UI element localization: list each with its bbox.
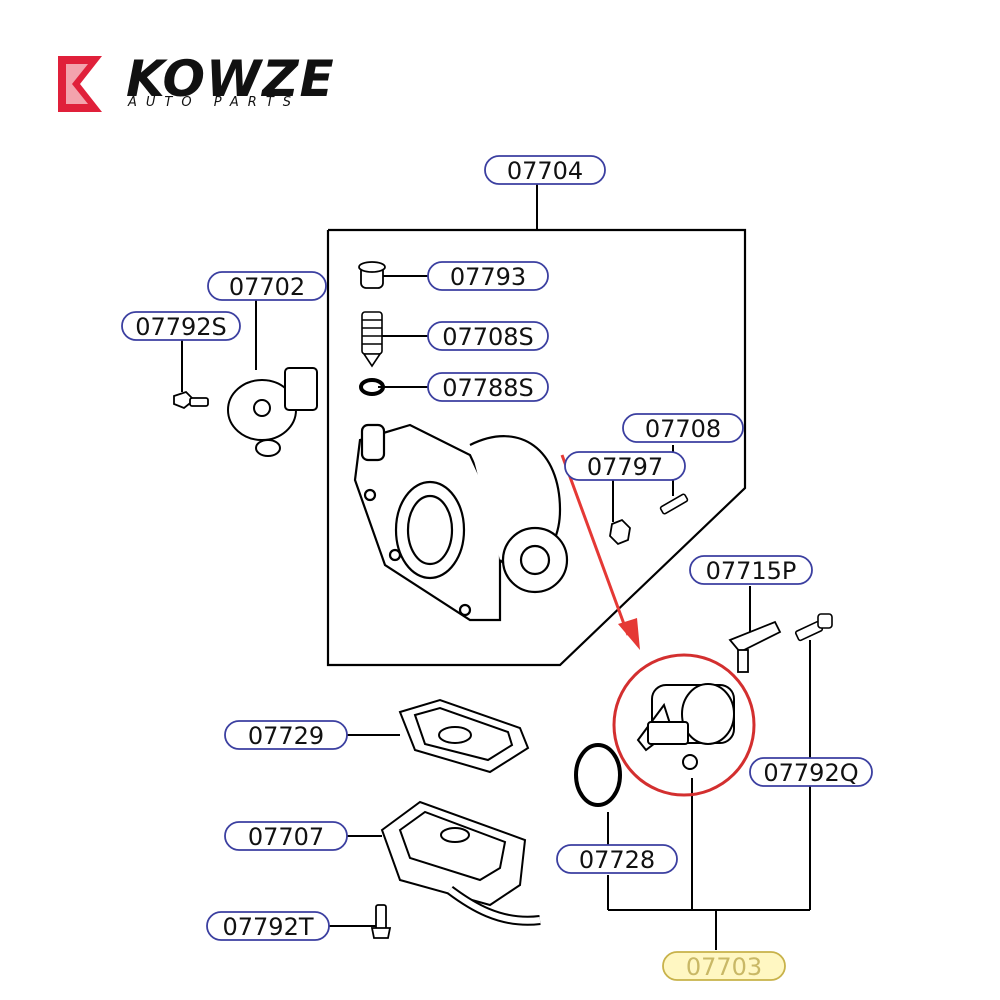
pill-stud [622,413,744,443]
label-bracket: 07715P [706,557,797,585]
housing-part [380,800,541,926]
label-housing-screw: 07792T [222,913,313,941]
stud-part [659,493,689,515]
tps-screw-part [173,390,209,410]
pill-tps-sensor [207,271,327,301]
label-housing: 07707 [248,823,324,851]
pill-iac-screw [749,757,873,787]
pill-nut [564,451,686,481]
pill-gasket [224,720,348,750]
bracket-part [728,620,782,673]
label-iac-valve: 07703 [686,953,762,981]
label-small-oring: 07788S [442,374,534,402]
assembly-outline [326,228,747,667]
pill-bracket [689,555,813,585]
label-pills [121,155,873,981]
iac-screw-part [794,613,833,642]
highlight-arrow [560,454,640,650]
label-texts: 07704 07702 07792S 07793 07708S 07788S 0… [135,157,858,981]
pill-cap [427,261,549,291]
housing-screw-part [370,904,392,939]
adjust-screw-part [361,311,383,368]
pill-housing [224,821,348,851]
pill-tps-screw [121,311,241,341]
pill-oring [556,844,678,874]
pill-iac-valve [662,951,786,981]
tps-sensor-part [227,367,318,457]
cap-part [358,261,386,289]
nut-part [609,518,631,546]
label-cap: 07793 [450,263,526,291]
label-nut: 07797 [587,453,663,481]
logo-mark-icon [58,56,102,112]
label-tps-sensor: 07702 [229,273,305,301]
pill-assembly [484,155,606,185]
oring-part [574,743,622,807]
label-gasket: 07729 [248,722,324,750]
iac-highlight-circle [612,653,756,797]
small-oring-part [359,378,385,396]
brand-logo: KOWZE AUTO PARTS [52,50,382,122]
throttle-body-part [353,423,569,622]
iac-valve-part [636,683,735,770]
label-stud: 07708 [645,415,721,443]
brand-tagline: AUTO PARTS [128,95,301,110]
label-assembly: 07704 [507,157,583,185]
label-oring: 07728 [579,846,655,874]
pill-adjust-screw [427,321,549,351]
brand-name: KOWZE [126,50,335,108]
label-adjust-screw: 07708S [442,323,534,351]
label-iac-screw: 07792Q [763,759,858,787]
label-tps-screw: 07792S [135,313,227,341]
pill-housing-screw [206,911,330,941]
leader-lines [181,184,811,950]
pill-small-oring [427,372,549,402]
gasket-part [398,698,530,774]
